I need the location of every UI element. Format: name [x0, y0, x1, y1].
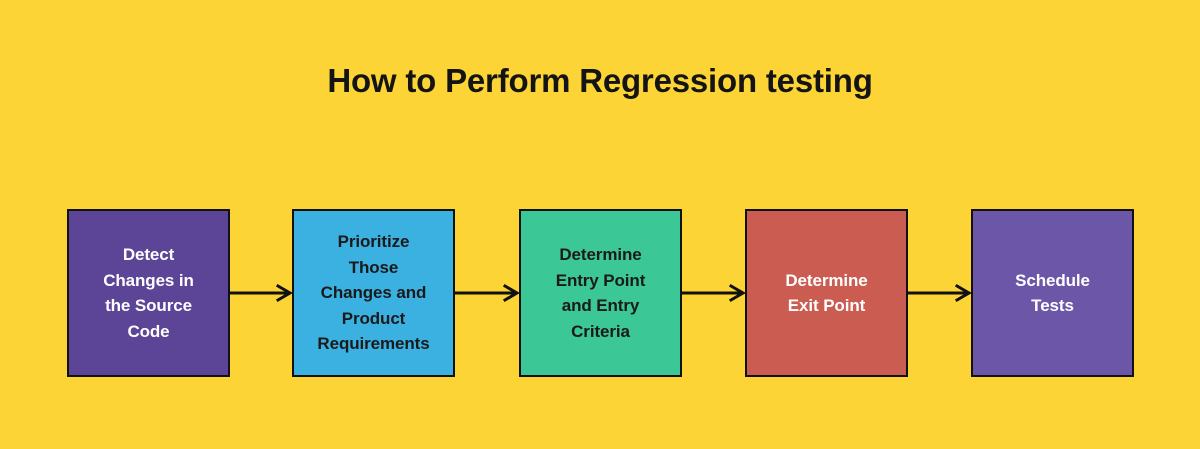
- page-title: How to Perform Regression testing: [327, 62, 873, 99]
- flow-step-1-label: Detect Changes in the Source Code: [103, 245, 194, 341]
- flow-step-3-label: Determine Entry Point and Entry Criteria: [555, 245, 646, 341]
- flow-step-5[interactable]: Schedule Tests: [971, 209, 1134, 377]
- connector-arrow-3-to-4: [682, 282, 746, 304]
- arrow-right-icon: [682, 283, 746, 303]
- flow-step-1[interactable]: Detect Changes in the Source Code: [67, 209, 230, 377]
- arrow-right-icon: [908, 283, 972, 303]
- flowchart: Detect Changes in the Source Code Priori…: [0, 209, 1200, 377]
- flow-step-2-label: Prioritize Those Changes and Product Req…: [317, 232, 430, 354]
- connector-arrow-1-to-2: [230, 282, 293, 304]
- connector-arrow-2-to-3: [455, 282, 520, 304]
- flow-step-3[interactable]: Determine Entry Point and Entry Criteria: [519, 209, 682, 377]
- connector-arrow-4-to-5: [908, 282, 972, 304]
- flow-step-2[interactable]: Prioritize Those Changes and Product Req…: [292, 209, 455, 377]
- arrow-right-icon: [455, 283, 520, 303]
- arrow-right-icon: [230, 283, 293, 303]
- flow-step-4[interactable]: Determine Exit Point: [745, 209, 908, 377]
- flow-step-4-label: Determine Exit Point: [785, 270, 868, 316]
- flow-step-5-label: Schedule Tests: [1015, 270, 1090, 316]
